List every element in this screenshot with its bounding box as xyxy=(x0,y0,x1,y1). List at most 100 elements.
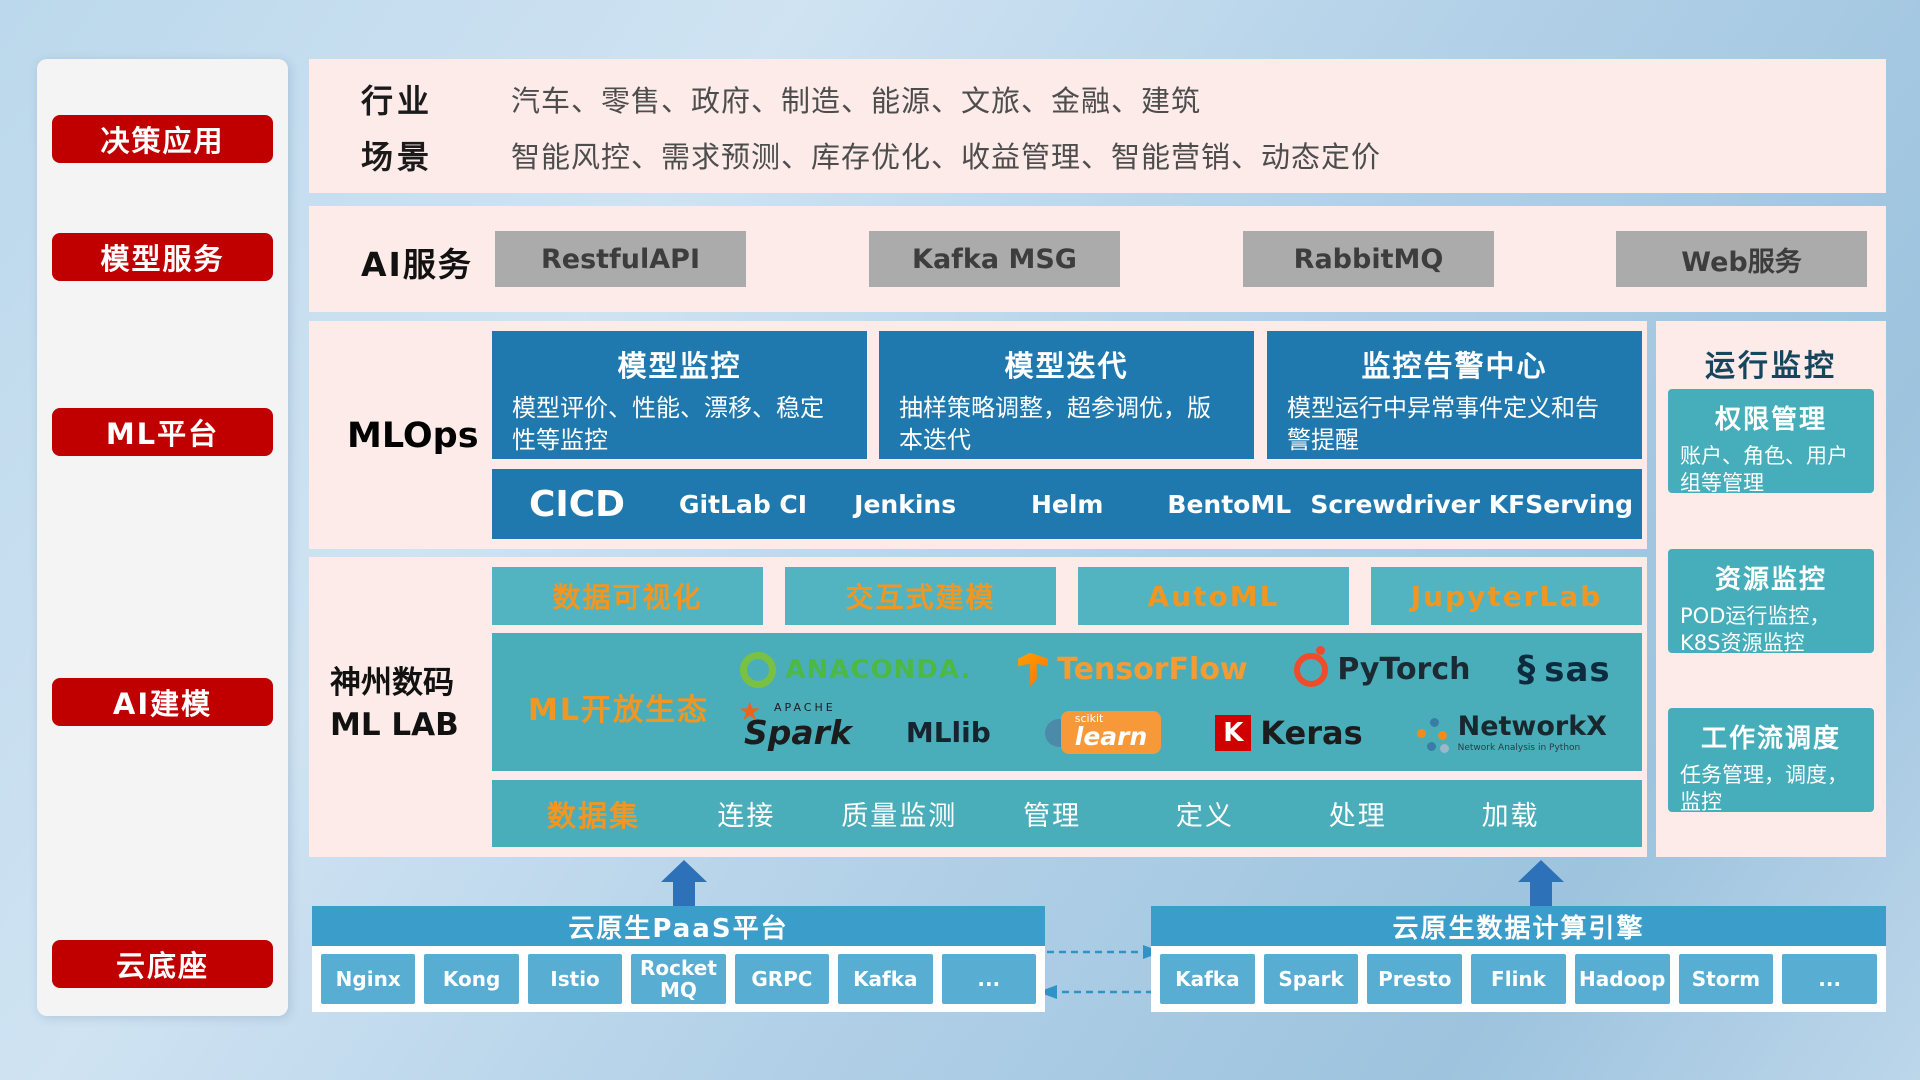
box-title: 工作流调度 xyxy=(1700,724,1841,754)
ai-service-rabbitmq: RabbitMQ xyxy=(1243,231,1494,287)
keras-wordmark: Keras xyxy=(1260,713,1363,752)
scenario-row: 场景 智能风控、需求预测、库存优化、收益管理、智能营销、动态定价 xyxy=(361,133,1856,177)
dataset-item-quality: 质量监测 xyxy=(841,801,958,832)
chip-flink: Flink xyxy=(1471,954,1566,1004)
cloud-paas-section: 云原生PaaS平台 Nginx Kong Istio RocketMQ GRPC… xyxy=(312,906,1045,1012)
resource-monitor-box: 资源监控 POD运行监控，K8S资源监控 xyxy=(1668,549,1874,655)
scikit-learn-pill: scikit learn xyxy=(1060,711,1162,755)
model-iteration-card: 模型迭代 抽样策略调整，超参调优，版本迭代 xyxy=(879,331,1254,459)
spark-wordmark: Spark xyxy=(743,713,852,753)
ecosystem-logos: ANACONDA. TensorFlow PyTorch § sas xyxy=(717,639,1634,765)
ai-service-label: AI服务 xyxy=(361,245,473,284)
scikit-label: scikit xyxy=(1074,712,1104,726)
mllib-logo: MLlib xyxy=(905,716,991,750)
cicd-bar: CICD GitLab CI Jenkins Helm BentoML Scre… xyxy=(492,469,1642,539)
anaconda-icon xyxy=(740,651,777,688)
logo-row-1: ANACONDA. TensorFlow PyTorch § sas xyxy=(717,645,1634,690)
chip-presto: Presto xyxy=(1367,954,1463,1004)
networkx-wordmark: NetworkX xyxy=(1457,710,1607,742)
industry-label: 行业 xyxy=(361,82,434,120)
pytorch-icon xyxy=(1294,645,1329,687)
ml-lab-band: 神州数码 ML LAB 数据可视化 交互式建模 AutoML JupyterLa… xyxy=(309,557,1647,857)
dataset-item-load: 加载 xyxy=(1481,801,1540,832)
box-desc: 账户、角色、用户组等管理 xyxy=(1680,444,1848,496)
interactive-modeling-button: 交互式建模 xyxy=(785,567,1056,625)
left-sidebar: 决策应用 模型服务 ML平台 AI建模 云底座 xyxy=(37,59,288,1016)
data-engine-title: 云原生数据计算引擎 xyxy=(1151,906,1886,946)
sidebar-item-ml-platform: ML平台 xyxy=(52,408,273,456)
ml-lab-label-line2: ML LAB xyxy=(330,706,459,743)
anaconda-logo: ANACONDA. xyxy=(740,651,971,688)
sas-icon: § xyxy=(1517,648,1536,690)
chip-kafka: Kafka xyxy=(1160,954,1255,1004)
box-desc: POD运行监控，K8S资源监控 xyxy=(1680,604,1831,656)
spark-apache-label: APACHE xyxy=(773,701,836,715)
keras-icon: K xyxy=(1215,714,1252,751)
logo-row-2: ★ APACHE Spark MLlib scikit learn K xyxy=(717,697,1634,755)
learn-wordmark: learn xyxy=(1074,722,1148,752)
chip-istio: Istio xyxy=(527,954,623,1004)
pytorch-logo: PyTorch xyxy=(1294,645,1471,688)
networkx-text-wrap: NetworkX Network Analysis in Python xyxy=(1458,713,1607,753)
cicd-item-gitlab-ci: GitLab CI xyxy=(678,489,808,519)
spark-logo: ★ APACHE Spark xyxy=(738,697,852,753)
sas-logo: § sas xyxy=(1517,650,1610,690)
ai-service-restfulapi: RestfulAPI xyxy=(495,231,746,287)
data-engine-chips: Kafka Spark Presto Flink Hadoop Storm ..… xyxy=(1151,946,1886,1012)
spark-star-icon: ★ xyxy=(737,697,762,728)
cicd-item-screwdriver: Screwdriver xyxy=(1310,489,1480,519)
tensorflow-icon xyxy=(1018,652,1049,687)
card-desc: 模型运行中异常事件定义和告警提醒 xyxy=(1287,394,1599,455)
sidebar-item-decision-app: 决策应用 xyxy=(52,115,273,163)
industry-row: 行业 汽车、零售、政府、制造、能源、文旅、金融、建筑 xyxy=(361,77,1856,121)
card-title: 模型监控 xyxy=(617,349,742,383)
box-title: 资源监控 xyxy=(1714,565,1827,595)
mlops-band: MLOps 模型监控 模型评价、性能、漂移、稳定性等监控 模型迭代 抽样策略调整… xyxy=(309,321,1647,549)
industry-scenario-band: 行业 汽车、零售、政府、制造、能源、文旅、金融、建筑 场景 智能风控、需求预测、… xyxy=(309,59,1886,193)
box-title: 权限管理 xyxy=(1714,405,1827,435)
cicd-label: CICD xyxy=(528,483,626,525)
pytorch-wordmark: PyTorch xyxy=(1337,652,1471,688)
mlops-label: MLOps xyxy=(347,416,479,456)
chip-rocketmq: RocketMQ xyxy=(631,954,726,1004)
ai-service-web: Web服务 xyxy=(1616,231,1867,287)
chip-storm: Storm xyxy=(1678,954,1774,1004)
cicd-item-kfserving: KFServing xyxy=(1488,489,1634,519)
dashed-flow-arrows xyxy=(1035,945,1165,999)
keras-logo: K Keras xyxy=(1215,713,1363,752)
networkx-icon xyxy=(1416,717,1449,749)
data-engine-section: 云原生数据计算引擎 Kafka Spark Presto Flink Hadoo… xyxy=(1151,906,1886,1012)
chip-kong: Kong xyxy=(424,954,519,1004)
ml-lab-label-line1: 神州数码 xyxy=(330,665,454,701)
alert-center-card: 监控告警中心 模型运行中异常事件定义和告警提醒 xyxy=(1267,331,1642,459)
dashed-arrow-right xyxy=(1035,945,1162,959)
cloud-paas-chips: Nginx Kong Istio RocketMQ GRPC Kafka ... xyxy=(312,946,1045,1012)
cicd-item-bentoml: BentoML xyxy=(1167,489,1292,519)
jupyterlab-button: JupyterLab xyxy=(1371,567,1642,625)
dataset-label: 数据集 xyxy=(547,798,641,833)
ml-lab-top-buttons: 数据可视化 交互式建模 AutoML JupyterLab xyxy=(492,567,1642,625)
sidebar-item-cloud-base: 云底座 xyxy=(52,940,273,988)
permission-management-box: 权限管理 账户、角色、用户组等管理 xyxy=(1668,389,1874,495)
runtime-monitor-panel: 运行监控 权限管理 账户、角色、用户组等管理 资源监控 POD运行监控，K8S资… xyxy=(1656,321,1886,857)
chip-hadoop: Hadoop xyxy=(1574,954,1670,1004)
sas-wordmark: sas xyxy=(1544,649,1611,690)
workflow-scheduler-box: 工作流调度 任务管理，调度，监控 xyxy=(1668,708,1874,814)
scenario-text: 智能风控、需求预测、库存优化、收益管理、智能营销、动态定价 xyxy=(511,140,1382,174)
chip-more: ... xyxy=(941,954,1036,1004)
card-title: 模型迭代 xyxy=(1004,349,1129,383)
ml-open-ecosystem-area: ML开放生态 ANACONDA. TensorFlow PyTorch xyxy=(492,633,1642,771)
chip-spark: Spark xyxy=(1263,954,1359,1004)
ai-service-kafka-msg: Kafka MSG xyxy=(869,231,1120,287)
scikit-learn-logo: scikit learn xyxy=(1044,711,1162,755)
cicd-item-jenkins: Jenkins xyxy=(854,489,957,519)
tensorflow-wordmark: TensorFlow xyxy=(1057,652,1248,688)
sidebar-item-model-service: 模型服务 xyxy=(52,233,273,281)
networkx-logo: NetworkX Network Analysis in Python xyxy=(1416,713,1607,753)
chip-more: ... xyxy=(1782,954,1878,1004)
card-title: 监控告警中心 xyxy=(1361,349,1548,383)
dataset-item-connect: 连接 xyxy=(717,801,776,832)
card-desc: 抽样策略调整，超参调优，版本迭代 xyxy=(899,394,1211,455)
ml-lab-label: 神州数码 ML LAB xyxy=(330,663,492,747)
